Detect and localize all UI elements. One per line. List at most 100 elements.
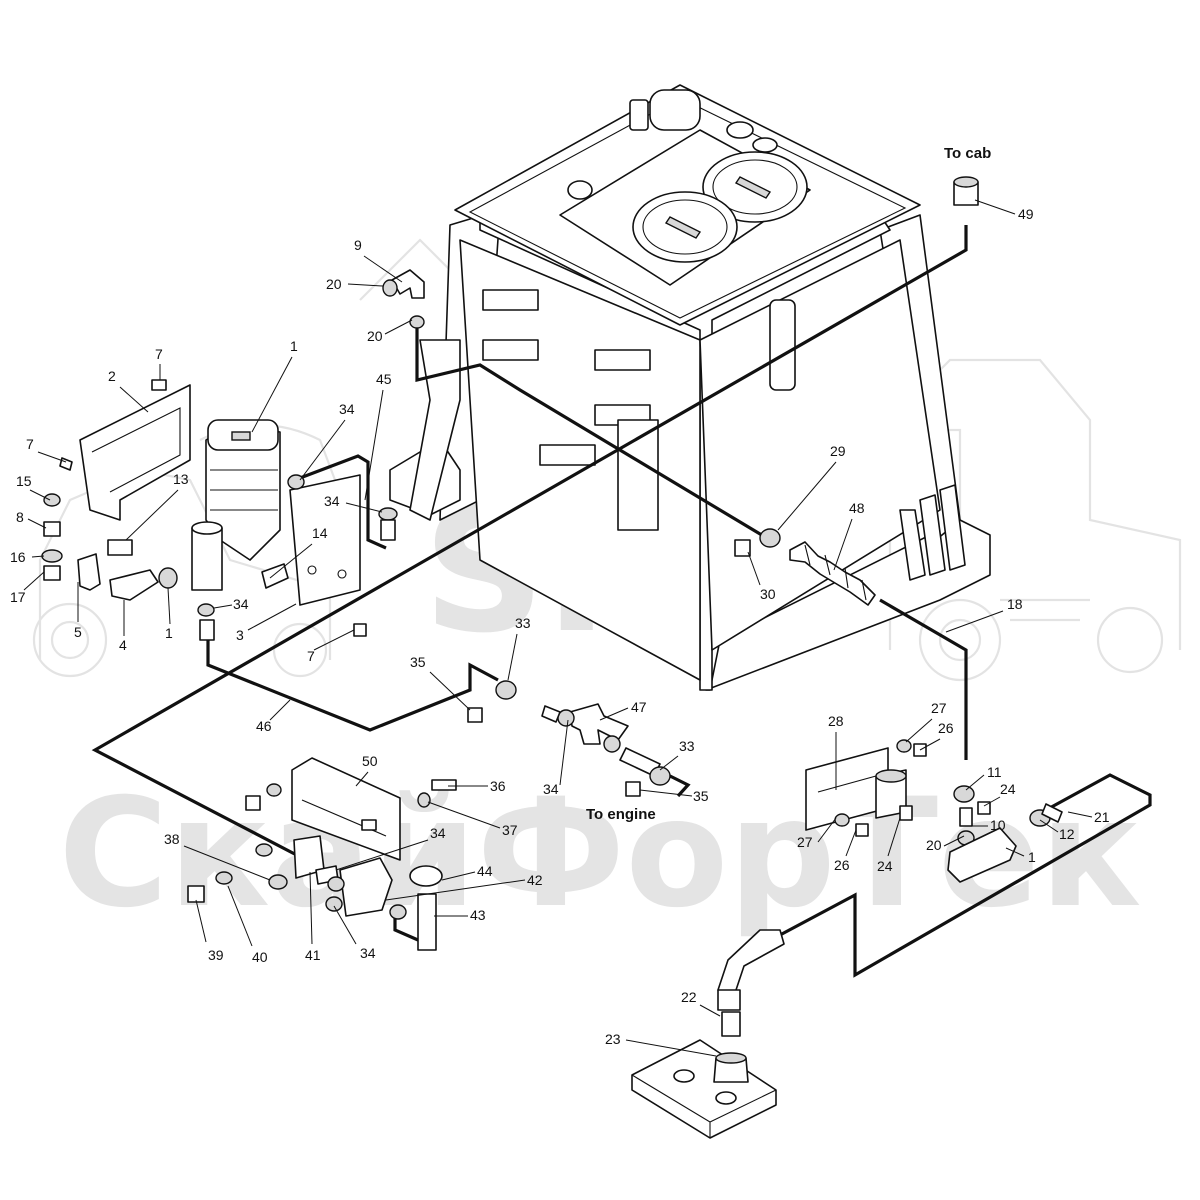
clamp-44: [409, 865, 443, 887]
hose-fitting-21: [1041, 803, 1063, 823]
tee-fitting-47: [569, 703, 629, 745]
main-frame: [389, 84, 991, 691]
callout-c-3: 3: [236, 627, 244, 643]
adapter-22: [721, 1011, 741, 1037]
leader-line-c-34a: [299, 419, 346, 481]
leader-line-c-7b: [37, 451, 67, 463]
clamp-33b: [649, 766, 671, 786]
elbow-9: [391, 269, 425, 299]
frame-bracket-arm: [409, 339, 461, 521]
mount-block-edge: [631, 1074, 777, 1138]
callout-c-22: 22: [681, 989, 697, 1005]
heater-bracket-2-inner: [91, 407, 181, 493]
tube-stub-34c: [199, 619, 215, 641]
callout-c-14: 14: [312, 525, 328, 541]
callout-c-24a: 24: [1000, 781, 1016, 797]
leader-line-c-50: [355, 771, 369, 787]
pin-36: [431, 779, 457, 791]
hose-connector-13: [107, 539, 133, 556]
clamp-34e: [327, 876, 345, 892]
callout-c-47: 47: [631, 699, 647, 715]
mount-block: [631, 1039, 777, 1139]
leader-line-c-20b: [384, 319, 413, 335]
clamp-20b: [409, 315, 425, 329]
frame-gusset-plate: [617, 419, 659, 531]
leader-line-c-26a: [919, 738, 941, 751]
leader-line-c-39: [195, 899, 207, 943]
tube-stub-34b: [380, 519, 396, 541]
heater-valve-body: [191, 527, 223, 591]
callout-c-45: 45: [376, 371, 392, 387]
top-port-3: [567, 180, 593, 200]
callout-c-26b: 26: [834, 857, 850, 873]
bolt-35a: [467, 707, 483, 723]
nut-38: [268, 874, 288, 890]
callout-c-21: 21: [1094, 809, 1110, 825]
callout-c-34b: 34: [324, 493, 340, 509]
coupler-1c: [947, 827, 1017, 883]
top-port-1: [726, 121, 754, 139]
leader-line-c-12: [1039, 819, 1059, 833]
leader-line-c-34e: [335, 839, 429, 871]
bolt-30: [734, 539, 751, 557]
leader-line-c-24a: [983, 796, 1001, 807]
leader-line-c-27a: [905, 718, 933, 743]
filler-cap-1-rim: [712, 159, 798, 215]
tube-43: [417, 893, 437, 951]
callout-c-35a: 35: [410, 654, 426, 670]
callout-c-1b: 1: [165, 625, 173, 641]
callout-c-27a: 27: [931, 700, 947, 716]
bolt-35b: [625, 781, 641, 797]
leader-line-c-35b: [639, 789, 693, 797]
callout-c-27b: 27: [797, 834, 813, 850]
tube-10: [959, 807, 973, 827]
bolt-7a: [151, 379, 167, 391]
leader-line-c-26b: [845, 829, 857, 857]
callout-c-48: 48: [849, 500, 865, 516]
callout-c-34e: 34: [430, 825, 446, 841]
leader-line-c-30: [747, 551, 761, 586]
callout-c-28: 28: [828, 713, 844, 729]
callout-c-17: 17: [10, 589, 26, 605]
hose-elbow-5: [77, 553, 101, 591]
washer-16: [41, 549, 63, 563]
hose-lines: [91, 225, 1152, 978]
leader-line-c-20c: [943, 835, 965, 847]
spiral-guard-48-wraps: [804, 544, 867, 601]
leader-line-c-20a: [347, 283, 384, 287]
leader-line-c-15: [29, 489, 51, 501]
callout-c-12: 12: [1059, 826, 1075, 842]
note-to-cab: To cab: [944, 145, 991, 162]
leader-line-c-1b: [167, 587, 171, 625]
clamp-34a: [287, 474, 305, 490]
callout-c-20a: 20: [326, 276, 342, 292]
pipe-14: [261, 563, 289, 589]
breather-housing: [649, 89, 701, 131]
clamp-34f: [325, 896, 343, 912]
callout-c-34c: 34: [233, 596, 249, 612]
leader-line-c-41: [309, 871, 313, 945]
callout-c-34a: 34: [339, 401, 355, 417]
hose-nut-22: [717, 989, 741, 1011]
callout-c-1c: 1: [1028, 849, 1036, 865]
clamp-34g: [389, 904, 407, 920]
leader-line-c-13: [125, 489, 179, 541]
callout-c-42: 42: [527, 872, 543, 888]
leader-line-c-46: [269, 699, 291, 721]
leader-line-c-8: [27, 518, 47, 529]
breather-stem: [629, 99, 649, 131]
tube-17: [43, 565, 61, 581]
callout-c-2: 2: [108, 368, 116, 384]
top-port-2: [752, 137, 778, 153]
leader-line-c-40: [227, 885, 253, 947]
leader-line-c-14: [269, 543, 313, 579]
callout-c-44: 44: [477, 863, 493, 879]
frame-front-panel: [699, 239, 941, 651]
leader-line-c-34f: [333, 905, 357, 945]
cap-handle-1: [734, 176, 772, 199]
leader-line-c-45: [364, 389, 384, 501]
bracket-28-inner: [817, 775, 877, 793]
leader-line-c-33a: [507, 633, 518, 681]
callout-c-34d: 34: [543, 781, 559, 797]
